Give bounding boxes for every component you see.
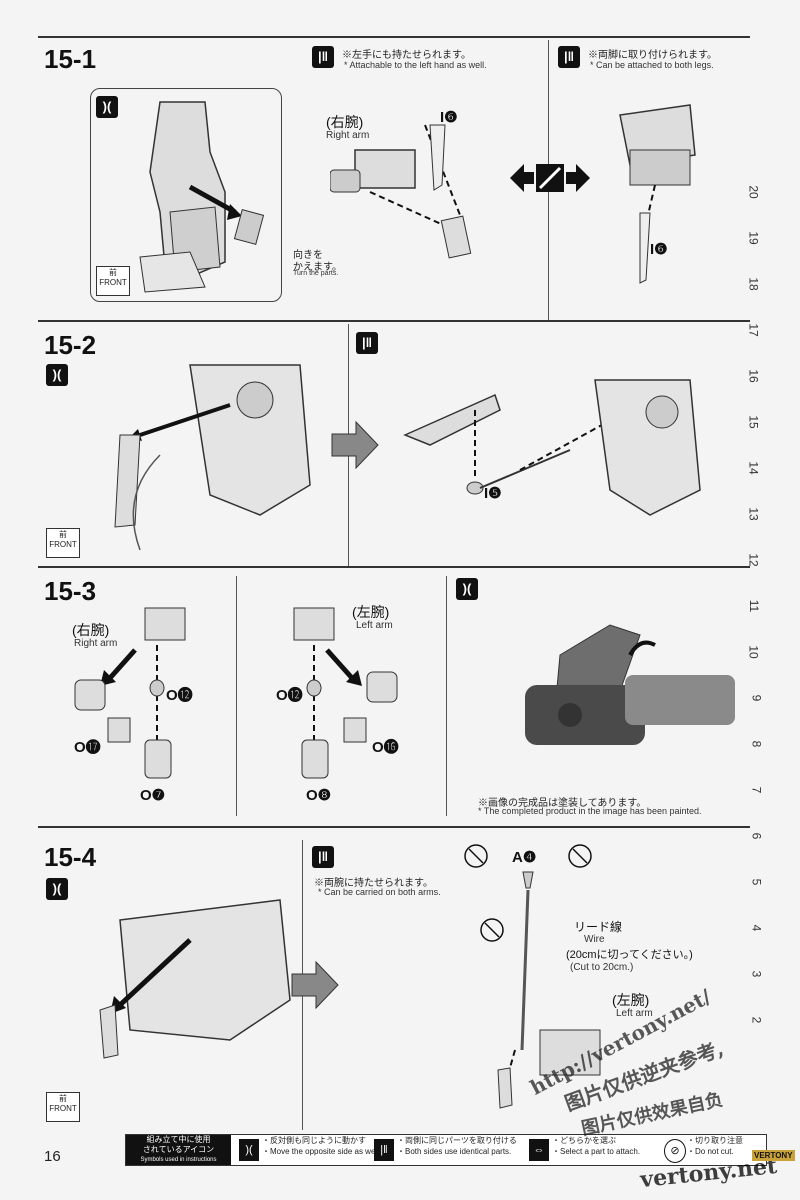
right-hand-swap-illustration (74, 607, 186, 779)
part-i5: I❺ (484, 485, 502, 502)
section-divider (38, 566, 750, 568)
move-opposite-icon: )( (46, 878, 68, 900)
cut-label-en: (Cut to 20cm.) (570, 962, 634, 973)
move-opposite-icon: )( (46, 364, 68, 386)
both-sides-icon: |‖ (356, 332, 378, 354)
step-15-1: 15-1 (44, 44, 97, 74)
part-o17: O⓱ (74, 739, 101, 756)
cm-ruler: 20 19 18 17 16 15 14 13 12 11 10 9 8 7 6… (746, 185, 764, 1024)
backpack-illustration (114, 364, 311, 551)
both-sides-icon: |‖ (312, 46, 334, 68)
right-arm-label-en: Right arm (74, 638, 118, 649)
painted-hand-photo (525, 624, 735, 745)
panel-divider (236, 576, 237, 816)
backpack-weapon-illustration (403, 379, 701, 516)
left-arm-label-jp: (左腕) (612, 992, 650, 1008)
move-opposite-icon: )( (96, 96, 118, 118)
note-both-arms-en: * Can be carried on both arms. (318, 887, 441, 897)
note-left-hand-en: * Attachable to the left hand as well. (344, 60, 487, 70)
left-arm-label-en: Left arm (616, 1008, 653, 1019)
do-not-cut-icon: ⊘ (664, 1139, 686, 1163)
section-divider (38, 36, 750, 38)
note-both-legs-jp: ※両脚に取り付けられます。 (588, 50, 717, 61)
both-sides-icon: |‖ (312, 846, 334, 868)
both-sides-icon: |‖ (374, 1139, 394, 1161)
legend-move-opposite: )( ・反対側も同じように動かす・Move the opposite side … (236, 1135, 392, 1165)
panel-divider (446, 576, 447, 816)
right-arm-label-jp: (右腕) (326, 114, 364, 130)
legend-select-part: ⇔ ・どちらかを選ぶ・Select a part to attach. (526, 1135, 682, 1165)
detail-frame (90, 88, 282, 302)
part-i6: I❻ (650, 241, 668, 258)
wire-label-jp: リード線 (574, 920, 623, 934)
right-arm-label-en: Right arm (326, 130, 370, 141)
wire-assembly-illustration (464, 844, 601, 1109)
legend-do-not-cut: ⊘ ・切り取り注意・Do not cut. (661, 1135, 787, 1165)
part-o8: O❽ (306, 787, 332, 804)
wire-label-en: Wire (584, 934, 605, 945)
move-opposite-icon: )( (456, 578, 478, 600)
right-arm-label-jp: (右腕) (72, 622, 110, 638)
turn-parts-jp-1: 向きを (293, 250, 323, 261)
icon-legend: 組み立て中に使用 されているアイコン Symbols used in instr… (125, 1134, 767, 1166)
part-o7: O❼ (140, 787, 166, 804)
part-o16: O⓰ (372, 739, 399, 756)
turn-parts-en: Turn the parts. (293, 270, 339, 277)
note-left-hand-jp: ※左手にも持たせられます。 (342, 50, 471, 61)
legend-both-sides: |‖ ・両側に同じパーツを取り付ける・Both sides use identi… (371, 1135, 547, 1165)
part-i6: I❻ (440, 109, 458, 126)
part-a4: A❹ (512, 849, 537, 866)
select-part-icon (510, 164, 590, 192)
section-divider (38, 320, 750, 322)
leg-weapon-illustration (619, 104, 696, 284)
cut-label-jp: (20cmに切ってください。) (566, 949, 693, 961)
right-arm-weapon-illustration (330, 124, 472, 259)
select-part-icon: ⇔ (529, 1139, 549, 1161)
shoulder-weapon-illustration (99, 899, 291, 1059)
left-arm-label-jp: (左腕) (352, 604, 390, 620)
step-15-2: 15-2 (44, 330, 97, 360)
left-arm-label-en: Left arm (356, 620, 393, 631)
page-number: 16 (44, 1148, 61, 1165)
step-15-3: 15-3 (44, 576, 97, 606)
legend-title: 組み立て中に使用 されているアイコン Symbols used in instr… (126, 1135, 231, 1165)
next-arrow (291, 960, 339, 1010)
next-arrow (331, 420, 379, 470)
note-painted-en: * The completed product in the image has… (478, 806, 702, 816)
turn-parts-jp-2: かえます。 (293, 262, 342, 273)
note-painted-jp: ※画像の完成品は塗装してあります。 (478, 798, 647, 809)
part-o12: O⓬ (276, 687, 303, 704)
note-both-arms-jp: ※両腕に持たせられます。 (314, 878, 433, 889)
leg-illustration (139, 101, 265, 293)
section-divider (38, 826, 750, 828)
step-15-4: 15-4 (44, 842, 97, 872)
left-hand-swap-illustration (293, 607, 398, 779)
both-sides-icon: |‖ (558, 46, 580, 68)
note-both-legs-en: * Can be attached to both legs. (590, 60, 714, 70)
part-o12: O⓬ (166, 687, 193, 704)
move-opposite-icon: )( (239, 1139, 259, 1161)
watermark-logo: VERTONY (752, 1150, 795, 1161)
